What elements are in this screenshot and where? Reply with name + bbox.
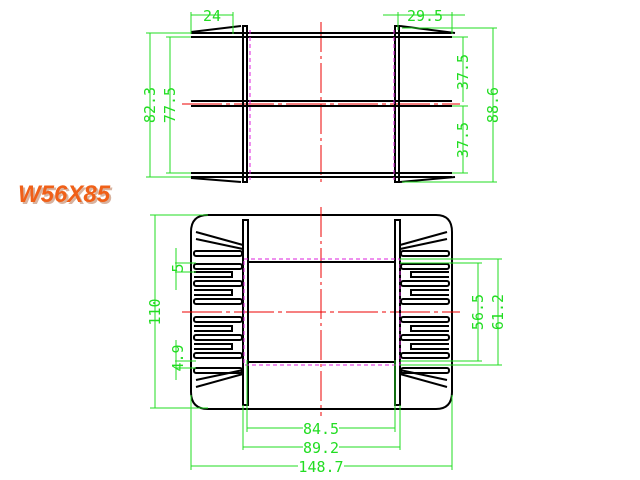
dim-gap: 4.9 xyxy=(169,344,187,371)
post-left xyxy=(242,25,248,183)
dimension-lines xyxy=(146,12,497,183)
flange-bottom xyxy=(190,172,456,183)
fins-right xyxy=(399,231,450,388)
title-label: W56X85 xyxy=(18,181,111,208)
dim-upper-right: 37.5 xyxy=(454,54,472,90)
dim-lower-right: 37.5 xyxy=(454,122,472,158)
label-bg xyxy=(303,440,339,454)
title-shadow: W56X85 xyxy=(20,183,113,210)
hidden-window xyxy=(243,258,401,366)
post-right xyxy=(394,25,400,183)
label-bg xyxy=(298,459,344,473)
dim-window-outer: 61.2 xyxy=(489,294,507,330)
dim-width-mid: 89.2 xyxy=(303,439,339,457)
flange-middle xyxy=(191,100,452,107)
bobbin-outline xyxy=(190,214,453,410)
dim-flange-left: 24 xyxy=(203,7,221,25)
flange-top xyxy=(190,25,456,38)
dim-inner-left: 77.5 xyxy=(161,87,179,123)
label-bg xyxy=(303,421,339,435)
fins-left xyxy=(193,231,244,388)
dim-window-inner: 56.5 xyxy=(469,294,487,330)
dim-pitch: 5 xyxy=(169,263,187,272)
dim-width-overall: 148.7 xyxy=(298,458,343,476)
dim-overall-right: 88.6 xyxy=(484,87,502,123)
dim-flange-right: 29.5 xyxy=(407,7,443,25)
dim-width-inner: 84.5 xyxy=(303,420,339,438)
front-view: 110 5 4.9 56.5 61.2 84.5 89.2 148.7 xyxy=(146,207,507,476)
post-left xyxy=(242,219,249,406)
post-right xyxy=(394,219,401,406)
dim-height: 110 xyxy=(146,298,164,325)
dim-overall-left: 82.3 xyxy=(141,87,159,123)
top-view: 24 29.5 82.3 77.5 37.5 37.5 88.6 xyxy=(141,7,502,185)
